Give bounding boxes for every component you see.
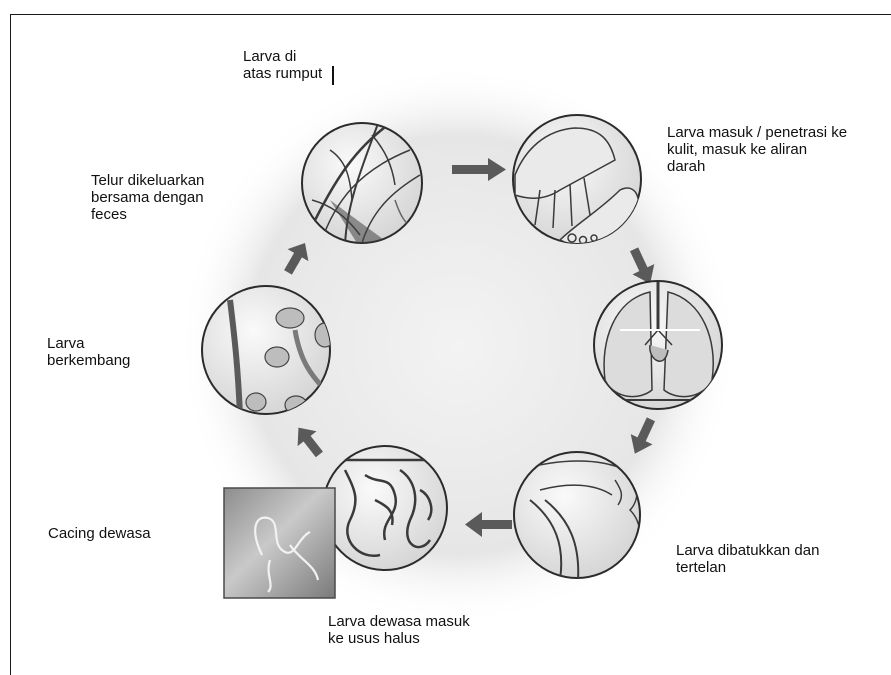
- label-eggs-excreted: Telur dikeluarkan bersama dengan feces: [91, 172, 204, 223]
- adult-worm-photo: [224, 488, 335, 598]
- text-cursor: [332, 66, 334, 85]
- stage-skin-circle: [513, 115, 641, 245]
- label-adult-worm: Cacing dewasa: [48, 525, 151, 542]
- label-coughed-swallowed: Larva dibatukkan dan tertelan: [676, 542, 819, 576]
- label-skin-penetration: Larva masuk / penetrasi ke kulit, masuk …: [667, 124, 847, 175]
- stage-throat-circle: [514, 452, 640, 580]
- label-larva-develop: Larva berkembang: [47, 335, 130, 369]
- label-larva-on-grass: Larva di atas rumput: [243, 48, 322, 82]
- stage-intestine-circle: [323, 446, 447, 570]
- label-enter-intestine: Larva dewasa masuk ke usus halus: [328, 613, 470, 647]
- stage-lungs-circle: [594, 281, 722, 409]
